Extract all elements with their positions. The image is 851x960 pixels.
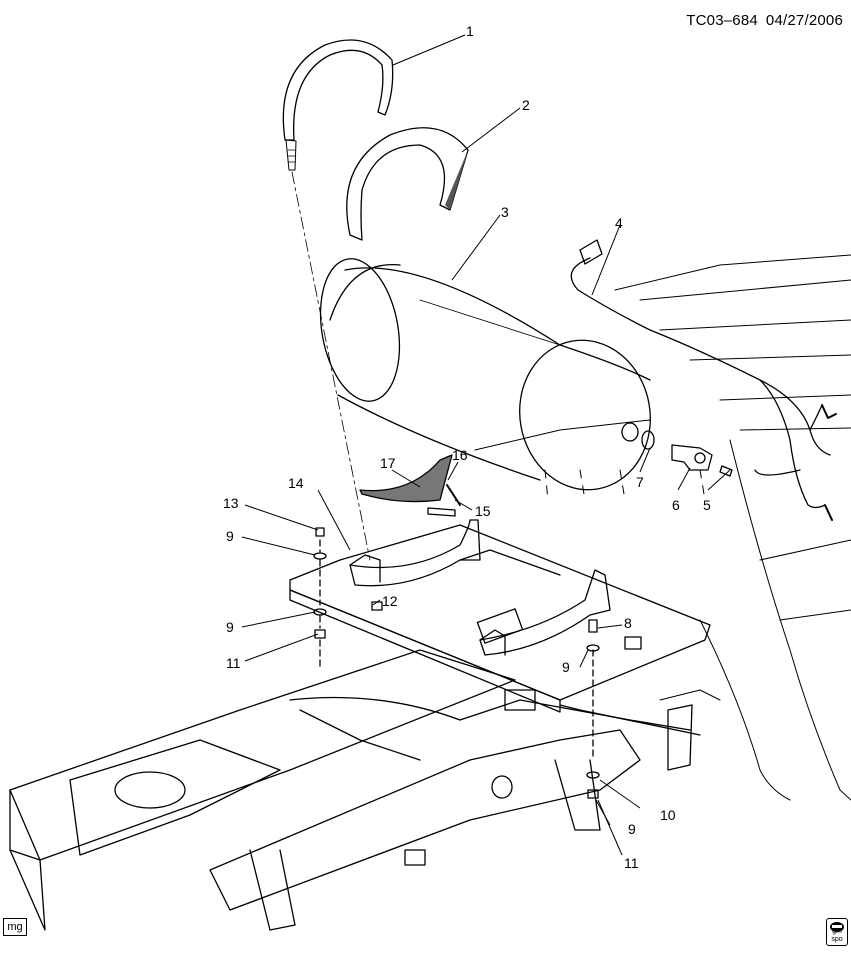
callout-leaders xyxy=(241,34,731,856)
callout-4: 4 xyxy=(615,215,623,231)
nut-12 xyxy=(371,601,383,611)
callout-16: 16 xyxy=(452,447,468,463)
callout-2: 2 xyxy=(522,97,530,113)
callout-8: 8 xyxy=(624,615,632,631)
fastener-stack-left xyxy=(313,527,327,671)
callout-9-upper-left: 9 xyxy=(226,528,234,544)
logo-emblem-icon xyxy=(830,922,844,932)
callout-11-left: 11 xyxy=(226,655,241,671)
tank-cradle-rear xyxy=(479,569,611,656)
callout-7: 7 xyxy=(636,474,644,490)
callout-9-right-frame: 9 xyxy=(628,821,636,837)
callout-10: 10 xyxy=(660,807,676,823)
callout-11-right: 11 xyxy=(624,855,639,871)
truck-bed-outline xyxy=(474,254,851,801)
callout-6: 6 xyxy=(672,497,680,513)
callout-labels: 1 2 3 4 5 6 7 8 9 9 9 9 10 11 11 12 13 1… xyxy=(223,23,711,871)
callout-15: 15 xyxy=(475,503,491,519)
screw-5 xyxy=(719,465,733,477)
diagram-header: TC03–684 04/27/2006 xyxy=(678,12,843,29)
strap-insulator-2 xyxy=(346,127,469,241)
o-ring-7 xyxy=(641,430,655,450)
air-tank-3 xyxy=(319,258,651,491)
callout-3: 3 xyxy=(501,204,509,220)
callout-9-right-plate: 9 xyxy=(562,659,570,675)
strap-insulator-17 xyxy=(359,454,453,503)
callout-14: 14 xyxy=(288,475,304,491)
callout-17: 17 xyxy=(380,455,396,471)
logo-text: gm spo xyxy=(831,928,843,943)
diagram-date: 04/27/2006 xyxy=(765,12,843,29)
code-box: mg xyxy=(3,918,27,936)
valve-6 xyxy=(671,444,713,471)
callout-13: 13 xyxy=(223,495,239,511)
tank-cradle-front xyxy=(349,519,481,587)
callout-12: 12 xyxy=(382,593,398,609)
callout-5: 5 xyxy=(703,497,711,513)
callout-1: 1 xyxy=(466,23,474,39)
fastener-stack-right xyxy=(586,619,600,799)
callout-9-lower-left: 9 xyxy=(226,619,234,635)
mounting-plate-14 xyxy=(289,524,711,713)
vehicle-frame xyxy=(9,649,701,931)
wiring-harness-4 xyxy=(570,239,837,521)
strap-leader xyxy=(291,171,371,561)
stud-15 xyxy=(427,507,456,517)
diagram-code: TC03–684 xyxy=(686,12,758,29)
strap-1 xyxy=(282,39,394,171)
gm-spo-logo: gm spo xyxy=(826,918,848,946)
